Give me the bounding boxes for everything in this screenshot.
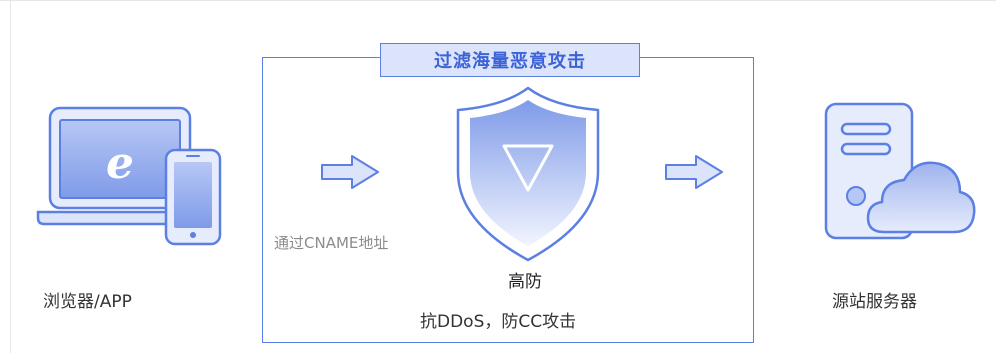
- protection-description: 抗DDoS，防CC攻击: [420, 312, 577, 332]
- laptop-phone-icon: e: [36, 106, 222, 246]
- origin-label: 源站服务器: [832, 292, 917, 312]
- svg-text:e: e: [106, 138, 134, 189]
- client-label: 浏览器/APP: [43, 292, 132, 312]
- server-cloud-icon: [824, 102, 976, 240]
- cname-label: 通过CNAME地址: [274, 234, 389, 252]
- arrow-right-icon-1: [321, 155, 379, 189]
- frame-top-border: [0, 0, 996, 1]
- arrow-right-icon-2: [665, 155, 723, 189]
- frame-left-border: [10, 0, 11, 353]
- protection-name: 高防: [508, 272, 542, 292]
- shield-icon: [456, 86, 600, 262]
- filter-banner: 过滤海量恶意攻击: [380, 43, 640, 77]
